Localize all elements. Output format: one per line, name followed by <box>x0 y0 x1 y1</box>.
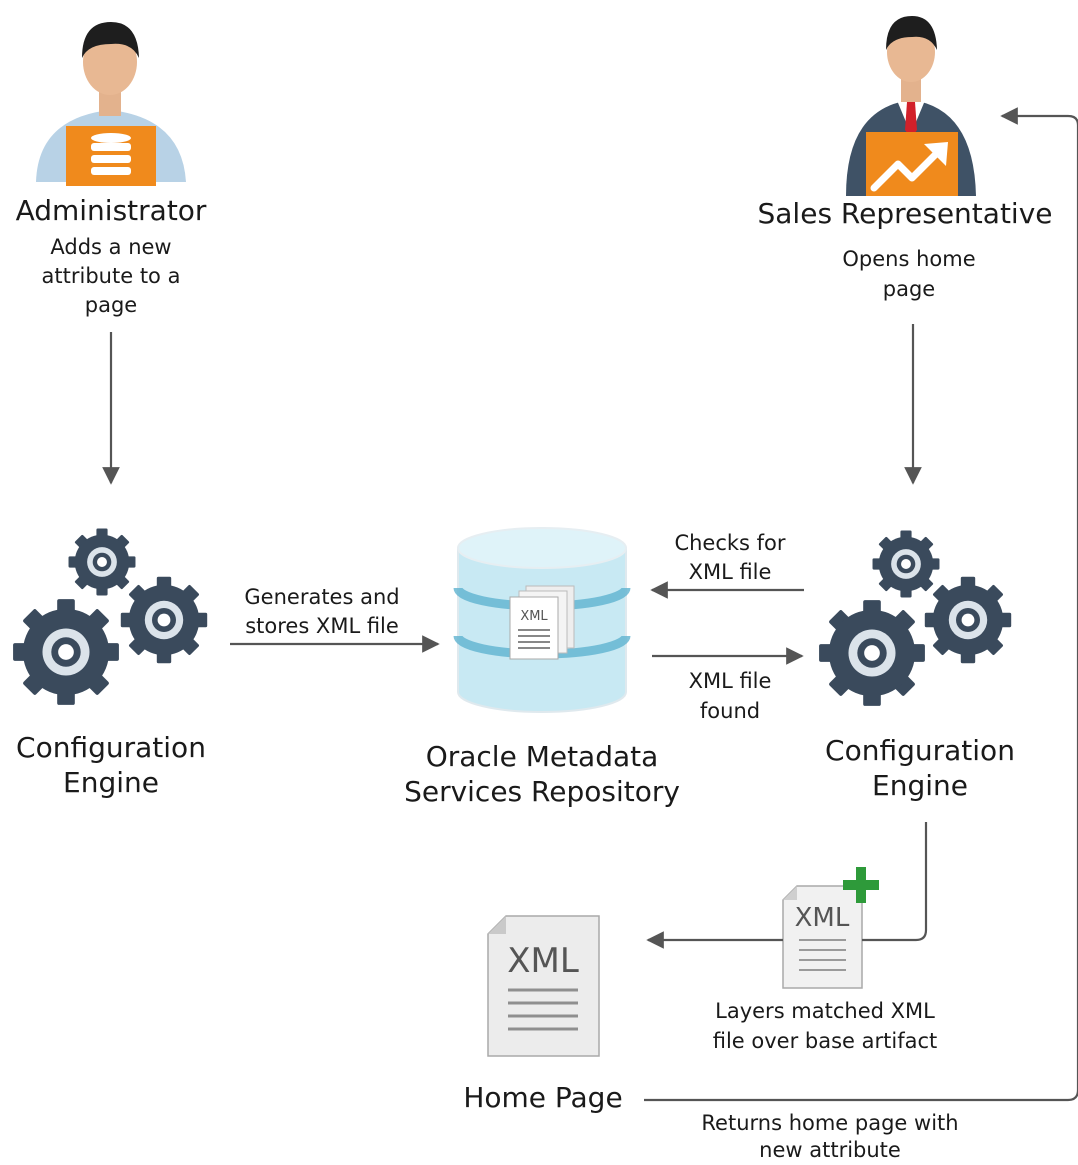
found-line2: found <box>699 699 761 723</box>
administrator-action-2: attribute to a <box>41 264 181 288</box>
sales-rep-action-2: page <box>882 277 936 301</box>
checks-line2: XML file <box>688 560 772 584</box>
plus-icon <box>843 867 879 903</box>
administrator-action-3: page <box>84 293 138 317</box>
arrow-return-home <box>644 107 1078 1102</box>
administrator-action-1: Adds a new <box>50 235 172 259</box>
repository-title-line1: Oracle Metadata <box>425 740 659 773</box>
returns-line1: Returns home page with <box>701 1111 959 1135</box>
administrator-title: Administrator <box>15 194 207 227</box>
checks-line1: Checks for <box>674 531 786 555</box>
xml-document-new-icon: XML <box>782 867 879 989</box>
home-page-document-icon: XML <box>487 915 600 1057</box>
config-engine-left-line2: Engine <box>63 766 159 799</box>
repository-database-icon: XML <box>453 527 631 713</box>
administrator-icon <box>36 22 186 186</box>
repository-doc-label: XML <box>520 609 548 624</box>
sales-rep-action-1: Opens home <box>842 247 976 271</box>
layers-line1: Layers matched XML <box>715 999 935 1023</box>
config-engine-right-line2: Engine <box>872 769 968 802</box>
arrow-engine-to-layer <box>862 822 928 942</box>
found-line1: XML file <box>688 669 772 693</box>
layer-doc-label: XML <box>795 903 850 933</box>
home-page-title: Home Page <box>463 1081 623 1114</box>
home-page-doc-label: XML <box>507 941 579 981</box>
config-engine-left-line1: Configuration <box>16 731 206 764</box>
gears-right-icon <box>819 530 1012 706</box>
config-engine-right-line1: Configuration <box>825 734 1015 767</box>
generates-line1: Generates and <box>244 585 400 609</box>
gears-left-icon <box>13 528 208 705</box>
returns-line2: new attribute <box>759 1138 901 1162</box>
layers-line2: file over base artifact <box>712 1029 938 1053</box>
sales-rep-title: Sales Representative <box>757 197 1053 230</box>
repository-title-line2: Services Repository <box>404 775 680 808</box>
generates-line2: stores XML file <box>245 614 399 638</box>
sales-representative-icon <box>846 16 976 196</box>
